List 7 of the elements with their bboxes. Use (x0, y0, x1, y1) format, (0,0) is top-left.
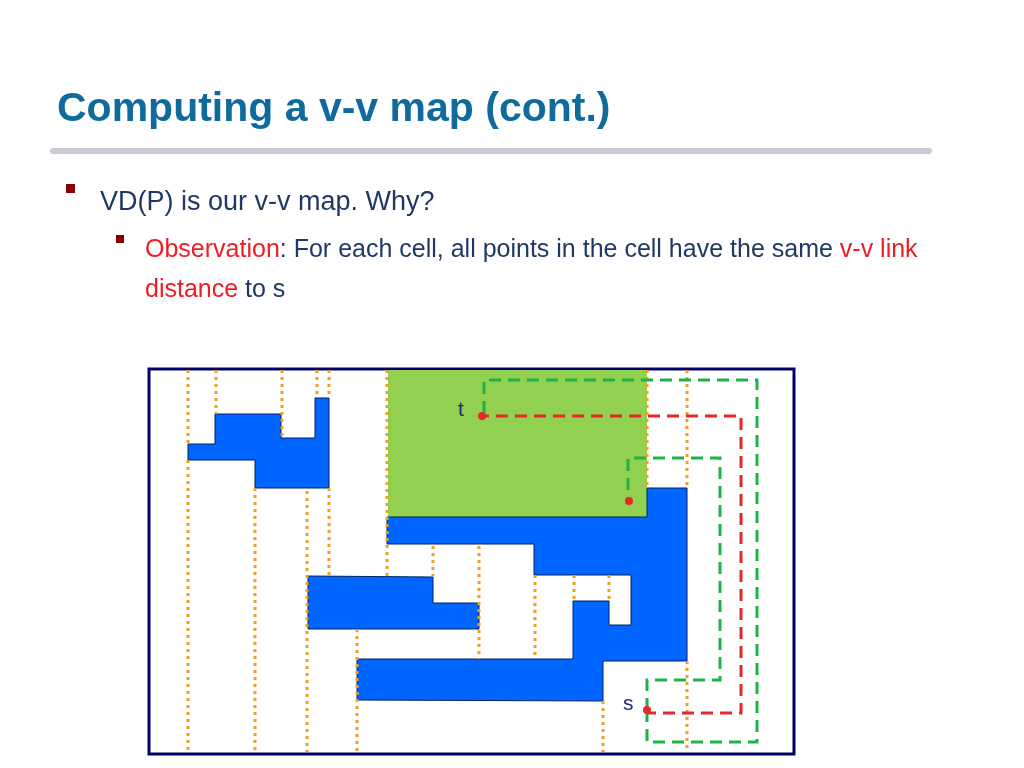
bullet-text: Observation: For each cell, all points in the cell have the same v-v link distance to s (145, 233, 919, 304)
bullet-text: VD(P) is our v-v map. Why? (100, 185, 436, 218)
point-dot (625, 497, 633, 505)
dashed-path (480, 378, 759, 744)
point-name: s (623, 691, 634, 715)
slide-title: Computing a v-v map (cont.) (57, 84, 611, 131)
point-name: t (458, 397, 464, 421)
